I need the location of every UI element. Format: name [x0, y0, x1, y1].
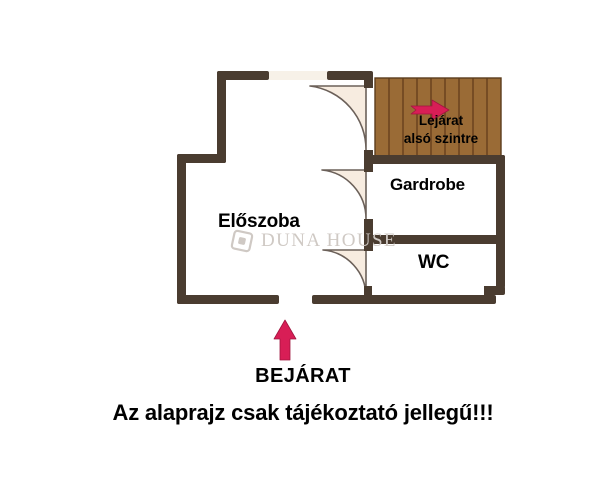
- wall-left-jog: [177, 154, 226, 163]
- room-fill-wc: [374, 244, 496, 302]
- wall-bottom-left: [177, 295, 279, 304]
- door-arcs: [309, 85, 367, 298]
- wall-gardrobe-wc-divider: [364, 235, 505, 244]
- disclaimer-caption: Az alaprajz csak tájékoztató jellegű!!!: [112, 400, 494, 425]
- door-arc-1: [309, 85, 367, 151]
- entrance-direction-arrow: [273, 319, 297, 361]
- door-arc-2: [321, 169, 367, 220]
- staircase-direction-arrow: [410, 99, 450, 121]
- staircase-area: [374, 77, 502, 158]
- wall-top-opening: [269, 71, 327, 80]
- room-label-gardrobe: Gardrobe: [390, 175, 465, 194]
- wall-bottom-right: [312, 295, 496, 304]
- wall-partition-nib-top: [364, 78, 373, 88]
- walls: [177, 71, 505, 304]
- staircase-label-line-1: Lejárat: [418, 113, 464, 128]
- room-label-eloszoba: Előszoba: [218, 211, 300, 232]
- staircase-plank-lines: [388, 78, 488, 157]
- wall-left-upper: [217, 71, 226, 163]
- wall-bottom-stub: [364, 286, 372, 300]
- wall-top-right: [327, 71, 373, 80]
- wall-right-notch-vert: [484, 286, 493, 304]
- wall-top-left: [217, 71, 269, 80]
- wall-right-outer: [496, 155, 505, 288]
- entrance-caption: BEJÁRAT: [255, 365, 351, 387]
- room-fill-gardrobe: [374, 163, 496, 235]
- room-fill-eloszoba: [186, 78, 366, 302]
- wall-left-outer: [177, 154, 186, 304]
- staircase-label-line-2: alsó szintre: [403, 131, 479, 146]
- room-label-wc: WC: [418, 252, 450, 273]
- staircase-wood-fill: [375, 78, 501, 157]
- wall-staircase-gardrobe-divider: [364, 155, 505, 164]
